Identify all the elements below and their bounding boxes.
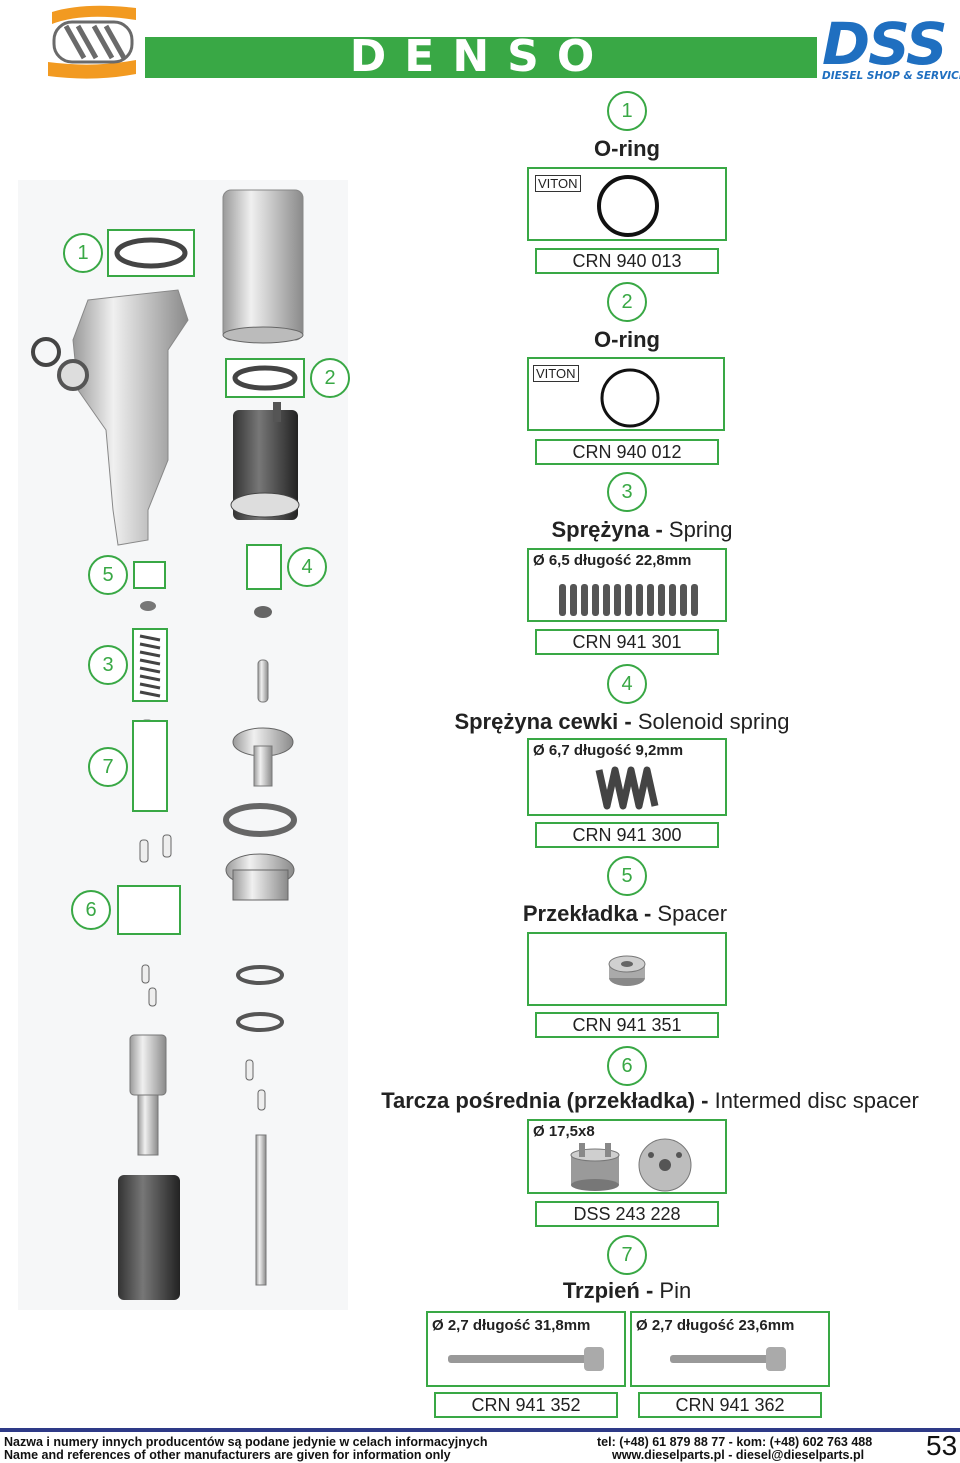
spacer-image (608, 955, 646, 986)
part-1-title: O-ring (594, 136, 660, 161)
part-5-number: 5 (607, 856, 647, 896)
part-4-spec: Ø 6,7 długość 9,2mm (533, 742, 684, 759)
part-4-title: Sprężyna cewki - Solenoid spring (454, 709, 790, 734)
part-1-material: VITON (535, 175, 581, 192)
dss-logo-tagline: DIESEL SHOP & SERVICE (822, 70, 960, 82)
part-2-number: 2 (607, 282, 647, 322)
pin-short-image (670, 1347, 786, 1371)
part-7a-image-box: Ø 2,7 długość 31,8mm (426, 1311, 626, 1387)
diagram-box-oring-2 (225, 358, 305, 398)
dss-logo: DSS DIESEL SHOP & SERVICE (822, 10, 960, 82)
part-4-image-box: Ø 6,7 długość 9,2mm (527, 738, 727, 816)
part-4-number: 4 (607, 664, 647, 704)
part-1-image-box: VITON (527, 167, 727, 241)
diagram-label-4: 4 (287, 547, 327, 587)
page-number: 53 (926, 1430, 958, 1461)
part-3-title: Sprężyna - Spring (551, 517, 733, 542)
part-7b-spec: Ø 2,7 długość 23,6mm (636, 1317, 795, 1334)
part-3-spec: Ø 6,5 długość 22,8mm (533, 552, 692, 569)
diagram-box-oring-1 (107, 229, 195, 277)
part-2-title: O-ring (594, 327, 660, 352)
diagram-label-1: 1 (63, 233, 103, 273)
part-7a-code: CRN 941 352 (434, 1392, 618, 1418)
diagram-box-solenoid-spring (246, 544, 282, 590)
part-7a-spec: Ø 2,7 długość 31,8mm (432, 1317, 591, 1334)
part-3-number: 3 (607, 472, 647, 512)
part-2-material: VITON (533, 365, 579, 382)
footer-disclaimer-pl: Nazwa i numery innych producentów są pod… (4, 1435, 488, 1449)
diagram-label-3: 3 (88, 645, 128, 685)
part-6-code: DSS 243 228 (535, 1201, 719, 1227)
part-7b-code: CRN 941 362 (638, 1392, 822, 1418)
diagram-label-2: 2 (310, 358, 350, 398)
part-2-code: CRN 940 012 (535, 439, 719, 465)
part-7-number: 7 (607, 1235, 647, 1275)
exploded-diagram (18, 180, 348, 1310)
company-logo (44, 2, 140, 80)
part-3-image-box: Ø 6,5 długość 22,8mm (527, 548, 727, 622)
footer-divider (0, 1428, 960, 1432)
part-1-number: 1 (607, 91, 647, 131)
footer-phone: tel: (+48) 61 879 88 77 - kom: (+48) 602… (597, 1435, 873, 1449)
pin-long-image (448, 1347, 604, 1371)
diagram-box-pin (132, 720, 168, 812)
diagram-box-spacer (133, 561, 166, 589)
disc-image (570, 1138, 692, 1192)
footer-web[interactable]: www.dieselparts.pl - diesel@dieselparts.… (612, 1448, 865, 1462)
spring-image (559, 584, 698, 616)
dss-logo-text: DSS (822, 10, 948, 78)
part-5-code: CRN 941 351 (535, 1012, 719, 1038)
part-6-image-box: Ø 17,5x8 (527, 1119, 727, 1194)
part-6-number: 6 (607, 1046, 647, 1086)
diagram-label-6: 6 (71, 890, 111, 930)
part-6-spec: Ø 17,5x8 (533, 1123, 595, 1140)
footer-disclaimer-en: Name and references of other manufacture… (4, 1448, 451, 1462)
header-bar (145, 37, 817, 78)
diagram-box-disc (117, 885, 181, 935)
diagram-label-7: 7 (88, 747, 128, 787)
solenoid-spring-image (595, 766, 659, 810)
part-7-title: Trzpień - Pin (562, 1278, 692, 1303)
diagram-box-spring (132, 628, 168, 702)
part-7b-image-box: Ø 2,7 długość 23,6mm (630, 1311, 830, 1387)
part-5-title: Przekładka - Spacer (522, 901, 728, 926)
brand-title: DENSO (349, 31, 613, 82)
part-6-title: Tarcza pośrednia (przekładka) - Intermed… (381, 1088, 919, 1113)
part-2-image-box: VITON (527, 357, 725, 431)
part-3-code: CRN 941 301 (535, 629, 719, 655)
part-4-code: CRN 941 300 (535, 822, 719, 848)
diagram-label-5: 5 (88, 555, 128, 595)
part-5-image-box (527, 932, 727, 1006)
part-1-code: CRN 940 013 (535, 248, 719, 274)
